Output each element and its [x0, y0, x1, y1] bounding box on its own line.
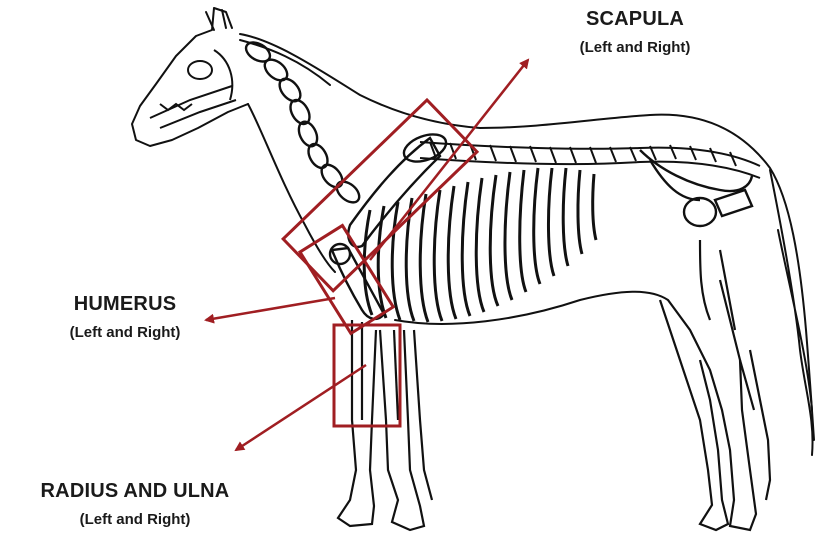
radius-ulna-arrow — [236, 365, 366, 450]
scapula-label-sub: (Left and Right) — [540, 39, 730, 56]
humerus-label: HUMERUS (Left and Right) — [30, 293, 220, 341]
humerus-label-sub: (Left and Right) — [30, 324, 220, 341]
skull — [150, 50, 236, 128]
rib-cage — [364, 168, 596, 322]
radius-ulna-label-name: RADIUS AND ULNA — [0, 480, 270, 503]
horse-outline — [132, 8, 814, 455]
humerus-arrow — [206, 298, 335, 320]
scapula-label-name: SCAPULA — [540, 8, 730, 31]
cervical-vertebrae — [243, 39, 363, 207]
scapula-label: SCAPULA (Left and Right) — [540, 8, 730, 56]
humerus-label-name: HUMERUS — [30, 293, 220, 316]
radius-ulna-label: RADIUS AND ULNA (Left and Right) — [0, 480, 270, 528]
hind-legs — [660, 240, 770, 530]
radius-ulna-label-sub: (Left and Right) — [0, 511, 270, 528]
radius-ulna-highlight-box — [334, 325, 400, 426]
